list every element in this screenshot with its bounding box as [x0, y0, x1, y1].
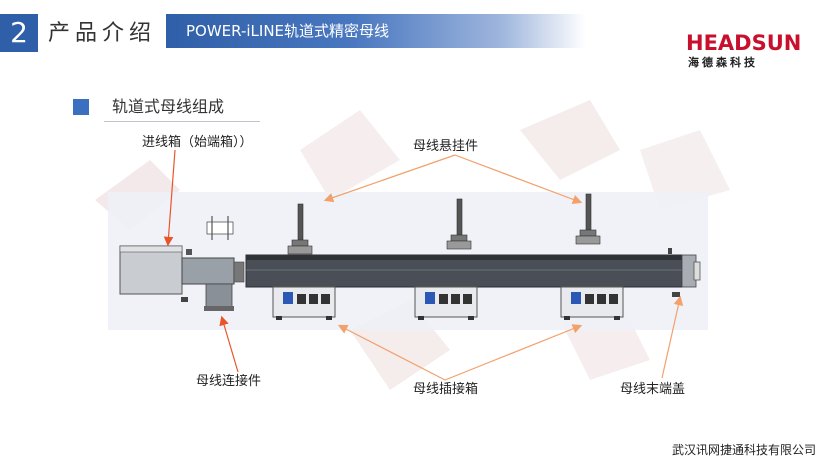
label-end-cap: 母线末端盖	[620, 382, 686, 397]
hangers-drawing	[287, 193, 601, 255]
inlet-box-drawing	[119, 245, 245, 295]
section-number: 2	[0, 14, 38, 52]
annotation-arrows	[163, 149, 684, 381]
company-name: 武汉讯网捷通科技有限公司	[671, 443, 816, 457]
title-bar-text: POWER-iLINE轨道式精密母线	[186, 22, 390, 40]
label-plug-box: 母线插接箱	[413, 382, 479, 397]
subheading-marker	[73, 99, 89, 115]
plug-box-2	[414, 286, 478, 320]
section-title: 产品介绍	[48, 21, 157, 46]
label-inlet-box: 进线箱（始端箱））	[142, 135, 253, 150]
subheading-underline	[104, 121, 260, 122]
title-bar	[166, 14, 586, 48]
subheading: 轨道式母线组成	[112, 97, 225, 116]
label-hanger: 母线悬挂件	[413, 139, 479, 154]
busbar-body	[245, 248, 701, 297]
plug-box-1	[272, 286, 336, 320]
brand-logo-cn: 海德森科技	[688, 56, 758, 69]
label-connector: 母线连接件	[196, 374, 262, 389]
brand-logo: HEADSUN	[686, 31, 802, 55]
connector-drawing	[181, 216, 234, 311]
plug-box-3	[560, 286, 624, 320]
